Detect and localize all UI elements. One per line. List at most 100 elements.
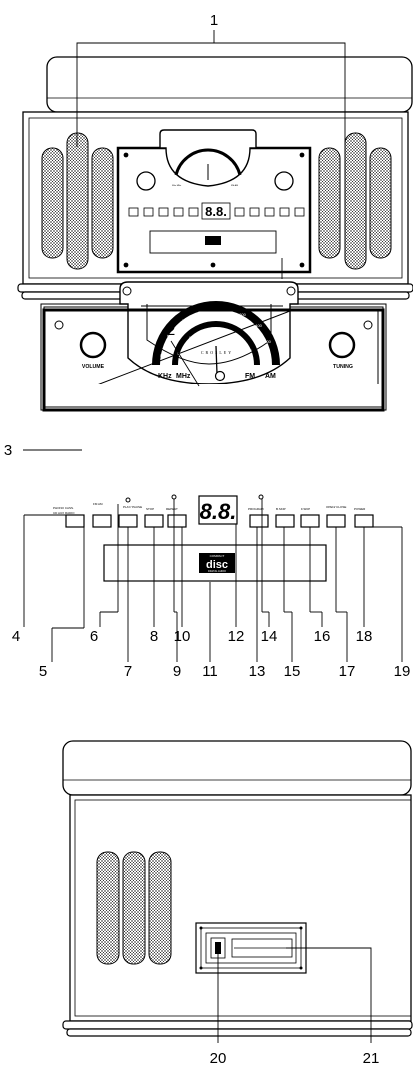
- cd-logo-small: [205, 236, 221, 245]
- repeat-button[interactable]: [167, 514, 187, 528]
- dial-tick: 108: [245, 348, 252, 353]
- dial-left-labels: KHz MHz: [172, 185, 181, 187]
- dial-tick: 104: [233, 335, 240, 340]
- callout-21: 21: [363, 1050, 380, 1067]
- screw-icon: [122, 286, 132, 296]
- open-close-button[interactable]: [326, 514, 346, 528]
- callout-17: 17: [339, 663, 356, 680]
- band-label: FM AM: [93, 502, 103, 506]
- display-small-digits: 8.8.: [205, 204, 227, 219]
- volume-knob-icon[interactable]: [79, 331, 107, 359]
- callout-19: 19: [394, 663, 411, 680]
- dial-tick: 92: [189, 335, 194, 340]
- bskip-button[interactable]: [275, 514, 295, 528]
- func-select-button[interactable]: [65, 514, 85, 528]
- tuning-knob-small: [274, 171, 294, 191]
- func-label-cd: CD AUX RADIO: [53, 511, 75, 515]
- callout-20: 20: [210, 1050, 227, 1067]
- play-pause-button[interactable]: [118, 514, 138, 528]
- repeat-label: REPEAT: [166, 507, 178, 511]
- callout-15: 15: [284, 663, 301, 680]
- panel-body-cover: [45, 384, 383, 406]
- stop-button[interactable]: [144, 514, 164, 528]
- led-indicator: [258, 494, 264, 500]
- callout-3: 3: [4, 442, 12, 459]
- callout-11: 11: [202, 663, 218, 680]
- callout-4: 4: [12, 628, 20, 645]
- func-label-phono: PHONO CASS.: [53, 506, 74, 510]
- dial-center-hub: [214, 370, 226, 382]
- led-display-digits: 8.8.: [200, 499, 237, 524]
- side-speaker-grille: [148, 851, 172, 965]
- callout-13: 13: [249, 663, 266, 680]
- band-button[interactable]: [92, 514, 112, 528]
- fskip-label: F.SKIP: [301, 507, 310, 511]
- dial-housing-small: [159, 129, 257, 187]
- callout-6: 6: [90, 628, 98, 645]
- program-label: PROGRAM: [248, 507, 264, 511]
- side-speaker-grille: [122, 851, 146, 965]
- dial-tick: 1400: [253, 323, 263, 328]
- dial-needle: [215, 345, 218, 375]
- play-pause-label: PLAY/ PAUSE: [123, 505, 142, 509]
- cd-logo-top: COMPACT: [210, 554, 225, 558]
- speaker-grille: [66, 132, 89, 270]
- callout-2: 2: [167, 322, 175, 339]
- dial-right-labels: FM AM: [231, 184, 238, 187]
- dial-tick: 1200: [237, 312, 247, 317]
- screw-icon: [286, 286, 296, 296]
- callout-5: 5: [39, 663, 47, 680]
- power-button[interactable]: [354, 514, 374, 528]
- fskip-button[interactable]: [300, 514, 320, 528]
- speaker-grille: [344, 132, 367, 270]
- dial-scale-inner: [172, 321, 260, 366]
- volume-label: VOLUME: [82, 364, 105, 370]
- dial-am-label: AM: [265, 373, 276, 380]
- side-base-2: [66, 1028, 412, 1037]
- callout-1: 1: [210, 12, 218, 29]
- cd-logo-icon: [199, 553, 235, 573]
- side-speaker-grille: [96, 851, 120, 965]
- callout-18: 18: [356, 628, 373, 645]
- panel-screws-small: [123, 152, 305, 268]
- dial-tick: 96: [203, 329, 208, 334]
- callout-8: 8: [150, 628, 158, 645]
- callout-14: 14: [261, 628, 278, 645]
- led-display: [198, 495, 238, 525]
- callout-20-21-leaders: [217, 947, 372, 1043]
- open-close-label: OPEN/ CLOSE: [326, 505, 346, 509]
- callout-1-leader: [76, 30, 346, 147]
- display-small: [201, 202, 231, 220]
- dial-scale-small: [174, 148, 242, 176]
- dial-tick: 100: [219, 329, 226, 334]
- dial-tick: 700: [182, 318, 189, 323]
- button-area: PHONO CASS. CD AUX RADIO FM AM PLAY/ PAU…: [53, 494, 366, 515]
- speaker-grille: [91, 147, 114, 259]
- speaker-grille: [369, 147, 392, 259]
- dial-tick: 530: [160, 353, 167, 358]
- control-panel-border: [42, 308, 385, 412]
- dial-tick: 600: [167, 333, 174, 338]
- cabinet-inner-frame: [28, 117, 403, 279]
- stop-label: STOP: [146, 507, 154, 511]
- tuning-knob-icon[interactable]: [328, 331, 356, 359]
- cd-logo-bottom: DIGITAL AUDIO: [208, 570, 226, 573]
- speaker-grille: [318, 147, 341, 259]
- dial-fm-label: FM: [245, 373, 255, 380]
- dial-scale-outer: [152, 301, 280, 366]
- side-jack-icon: [215, 942, 221, 954]
- program-button[interactable]: [249, 514, 269, 528]
- dial-khz-label: KHz: [158, 373, 172, 380]
- dial-mhz-label: MHz: [176, 373, 191, 380]
- callout-16: 16: [314, 628, 331, 645]
- callout-10: 10: [174, 628, 191, 645]
- power-label: POWER: [354, 507, 366, 511]
- cd-logo-mid: disc: [206, 559, 228, 571]
- speaker-grille: [41, 147, 64, 259]
- side-screws: [199, 926, 303, 970]
- callout-12: 12: [228, 628, 245, 645]
- led-indicator: [125, 497, 131, 503]
- side-inner-frame: [74, 799, 412, 1017]
- tuning-label: TUNING: [333, 364, 353, 370]
